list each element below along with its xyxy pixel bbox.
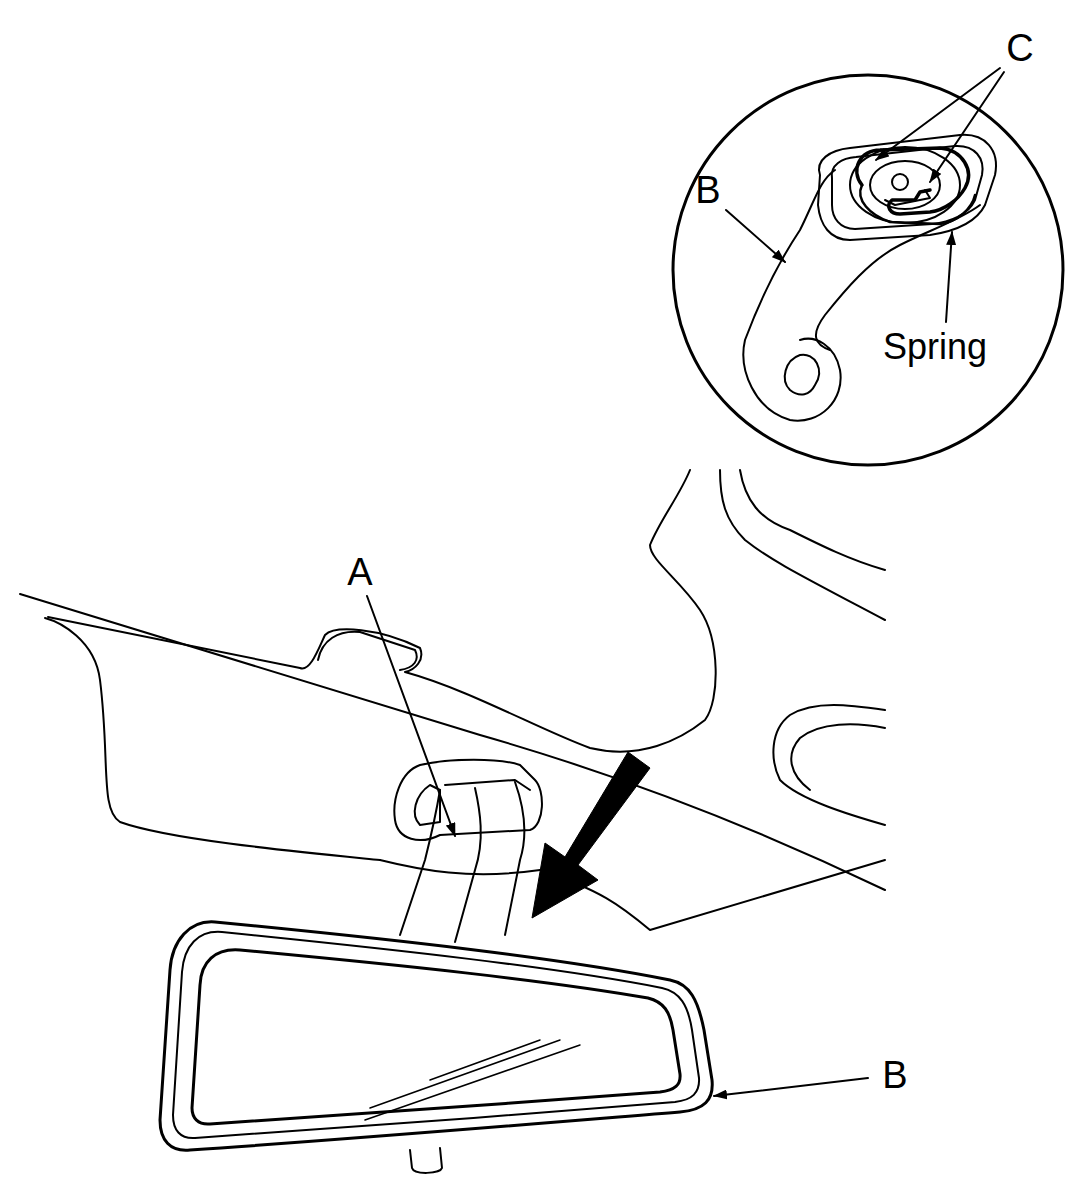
callout-letter: A bbox=[347, 553, 372, 591]
callout-letter: B bbox=[695, 171, 720, 209]
callout-letter: C bbox=[1006, 29, 1033, 67]
callout-letter: B bbox=[882, 1056, 907, 1094]
part-label: Spring bbox=[883, 329, 987, 365]
